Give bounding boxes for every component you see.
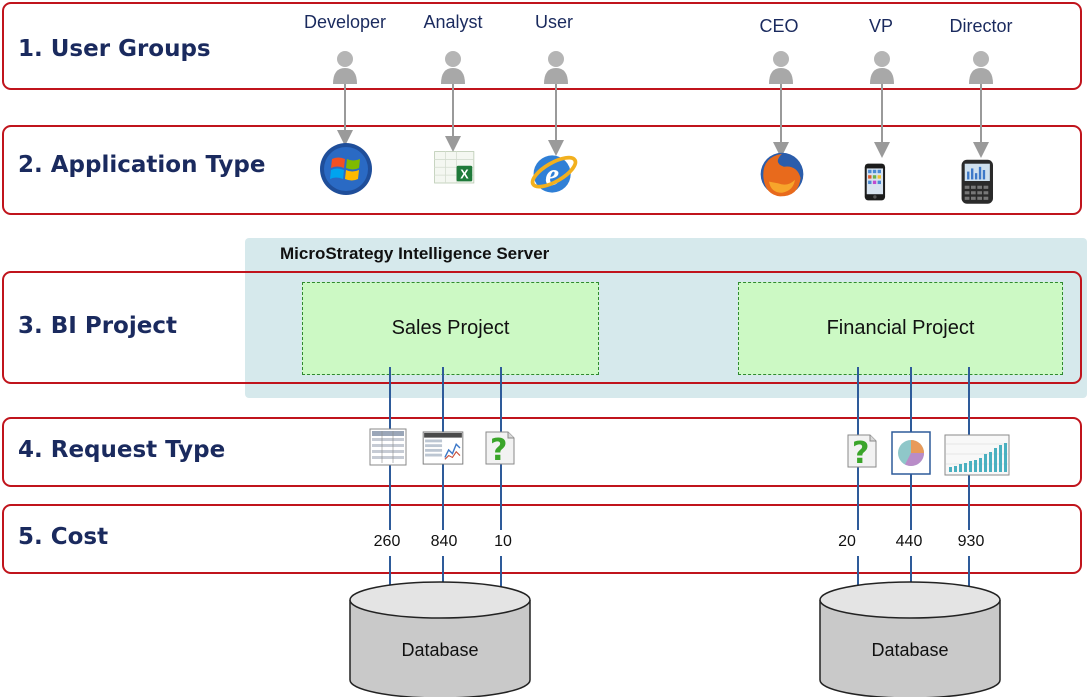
ad-hoc-query-icon: ? xyxy=(485,431,515,468)
user-label-developer: Developer xyxy=(303,12,387,32)
person-icon xyxy=(441,51,465,84)
server-title: MicroStrategy Intelligence Server xyxy=(280,244,550,263)
sales-project-label: Sales Project xyxy=(391,317,510,339)
user-label-vp: VP xyxy=(868,16,894,36)
database-label-sales: Database xyxy=(401,640,479,660)
person-icon xyxy=(333,51,357,84)
svg-text:?: ? xyxy=(852,436,869,471)
cost-value: 840 xyxy=(430,533,458,550)
band-bi-project xyxy=(2,271,1082,384)
svg-text:X: X xyxy=(460,167,469,181)
iphone-icon xyxy=(864,163,886,201)
cost-value: 930 xyxy=(957,533,985,550)
band-label-application-type: 2. Application Type xyxy=(18,152,266,178)
pie-chart-icon xyxy=(891,431,931,475)
band-user-groups xyxy=(2,2,1082,90)
band-request-type xyxy=(2,417,1082,487)
band-label-bi-project: 3. BI Project xyxy=(18,313,177,339)
svg-text:?: ? xyxy=(490,433,507,468)
cost-value: 260 xyxy=(373,533,401,550)
database-label-financial: Database xyxy=(871,640,949,660)
database-financial-cylinder xyxy=(819,581,1001,697)
user-label-director: Director xyxy=(949,16,1013,36)
financial-project: Financial Project xyxy=(738,282,1063,375)
user-label-ceo: CEO xyxy=(759,16,799,36)
cost-value: 440 xyxy=(895,533,923,550)
firefox-icon xyxy=(760,152,804,197)
user-label-analyst: Analyst xyxy=(423,12,483,32)
grid-graph-report-icon xyxy=(422,431,464,465)
ad-hoc-query-icon: ? xyxy=(847,434,877,471)
band-label-request-type: 4. Request Type xyxy=(18,437,226,463)
cost-value: 10 xyxy=(494,533,512,550)
windows-logo-icon xyxy=(320,143,372,195)
band-application-type xyxy=(2,125,1082,215)
database-sales-cylinder xyxy=(349,581,531,697)
user-label-user: User xyxy=(534,12,574,32)
bar-chart-icon xyxy=(944,434,1010,476)
person-icon xyxy=(769,51,793,84)
person-icon xyxy=(870,51,894,84)
band-label-user-groups: 1. User Groups xyxy=(18,36,211,62)
person-icon xyxy=(969,51,993,84)
band-cost xyxy=(2,504,1082,574)
band-label-cost: 5. Cost xyxy=(18,524,109,550)
sales-project: Sales Project xyxy=(302,282,599,375)
table-report-icon xyxy=(369,428,407,466)
internet-explorer-icon: e xyxy=(530,155,578,193)
blackberry-icon xyxy=(961,159,993,204)
person-icon xyxy=(544,51,568,84)
financial-project-label: Financial Project xyxy=(826,317,975,339)
cost-value: 20 xyxy=(838,533,856,550)
excel-icon: X xyxy=(434,151,475,184)
